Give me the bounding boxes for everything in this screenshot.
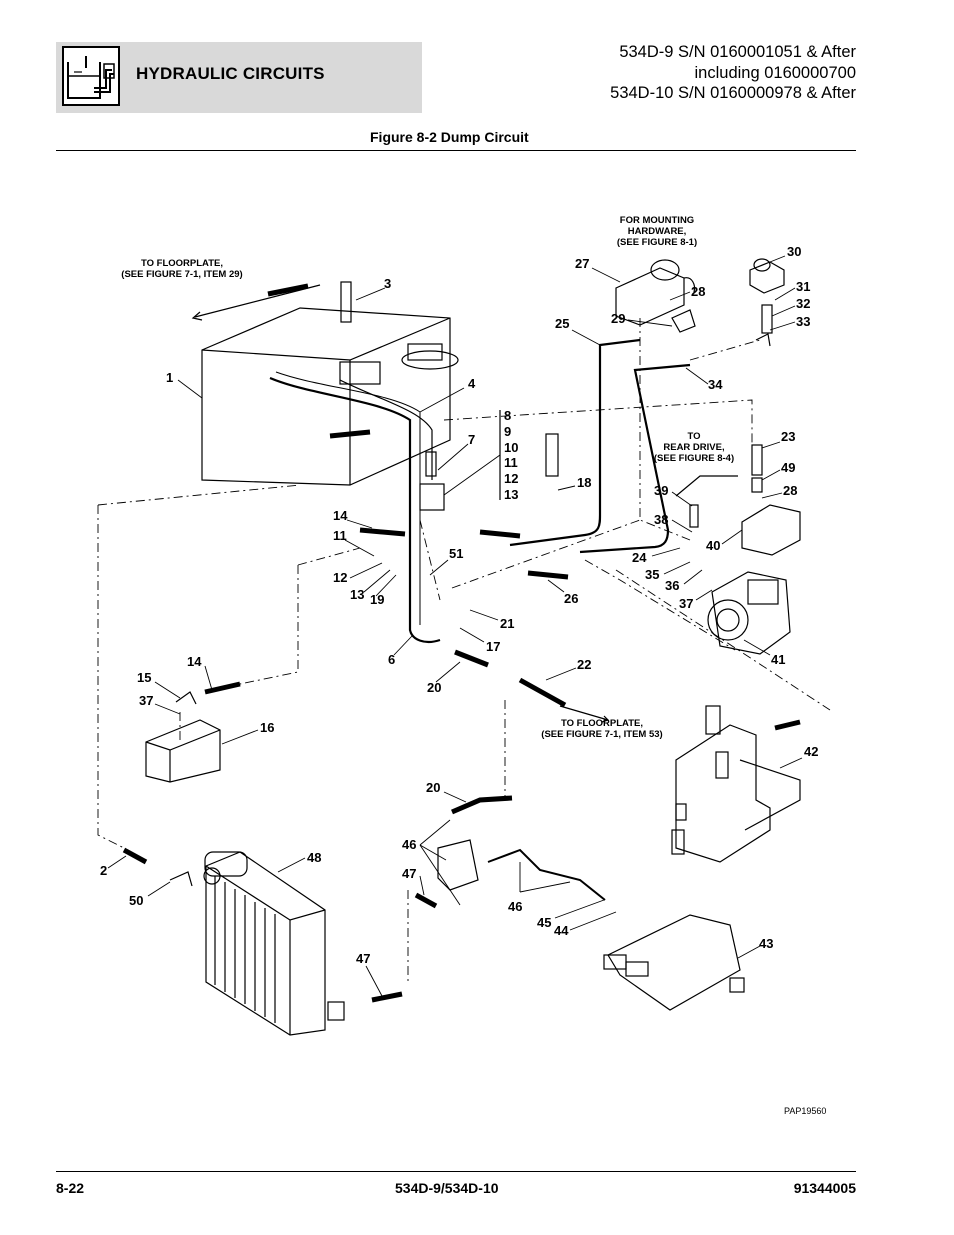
- callout-number: 9: [504, 424, 511, 439]
- note-mounting-hardware: FOR MOUNTING: [620, 215, 694, 226]
- note-mounting-hardware: (SEE FIGURE 8-1): [617, 237, 697, 248]
- callout-number: 46: [508, 899, 522, 914]
- note-rear-drive: REAR DRIVE,: [663, 442, 724, 453]
- figure-title: Figure 8-2 Dump Circuit: [370, 129, 529, 145]
- note-rear-drive: (SEE FIGURE 8-4): [654, 453, 734, 464]
- callout-number: 40: [706, 538, 720, 553]
- serial-line: 534D-9 S/N 0160001051 & After: [619, 43, 856, 61]
- callout-number: 3: [384, 276, 391, 291]
- serial-range: 534D-9 S/N 0160001051 & After including …: [610, 42, 856, 104]
- callout-number: 12: [333, 570, 347, 585]
- dump-circuit-drawing: TO FLOORPLATE, (SEE FIGURE 7-1, ITEM 29)…: [97, 215, 831, 1116]
- callout-number: 28: [783, 483, 797, 498]
- callout-number: 51: [449, 546, 463, 561]
- callout-number: 19: [370, 592, 384, 607]
- callout-number: 21: [500, 616, 514, 631]
- hydraulic-tank-icon: [62, 46, 120, 106]
- callout-number: 14: [187, 654, 202, 669]
- serial-line: including 0160000700: [694, 63, 856, 82]
- callout-number: 34: [708, 377, 723, 392]
- page-number: 8-22: [56, 1180, 85, 1196]
- note-rear-drive: TO: [687, 431, 700, 442]
- callout-number: 8: [504, 408, 511, 423]
- callout-number: 13: [350, 587, 364, 602]
- note-floorplate-top: TO FLOORPLATE,: [141, 258, 223, 269]
- note-floorplate-bottom: (SEE FIGURE 7-1, ITEM 53): [541, 729, 662, 740]
- callout-number: 1: [166, 370, 173, 385]
- callout-number: 49: [781, 460, 795, 475]
- callout-number: 47: [356, 951, 370, 966]
- callout-number: 15: [137, 670, 151, 685]
- drawing-code: PAP19560: [784, 1106, 826, 1116]
- directional-valve-bank: [603, 914, 745, 1011]
- callout-number: 29: [611, 311, 625, 326]
- callout-number: 7: [468, 432, 475, 447]
- callout-number: 20: [426, 780, 440, 795]
- callout-number: 44: [554, 923, 569, 938]
- document-number: 91344005: [793, 1180, 856, 1196]
- callout-number: 14: [333, 508, 348, 523]
- callout-number: 45: [537, 915, 551, 930]
- callout-number: 12: [504, 471, 518, 486]
- note-mounting-hardware: HARDWARE,: [628, 226, 687, 237]
- callout-number: 4: [468, 376, 476, 391]
- callout-number: 48: [307, 850, 321, 865]
- callout-number: 10: [504, 440, 518, 455]
- oil-cooler: [203, 851, 345, 1036]
- model-name: 534D-9/534D-10: [395, 1180, 499, 1196]
- callout-number: 16: [260, 720, 274, 735]
- callout-number: 26: [564, 591, 578, 606]
- callout-number: 30: [787, 244, 801, 259]
- callout-number: 43: [759, 936, 773, 951]
- control-valve: [671, 705, 801, 863]
- callout-number: 2: [100, 863, 107, 878]
- callout-number: 28: [691, 284, 705, 299]
- callout-number: 6: [388, 652, 395, 667]
- callout-number: 11: [333, 528, 347, 543]
- callout-number: 47: [402, 866, 416, 881]
- note-floorplate-bottom: TO FLOORPLATE,: [561, 718, 643, 729]
- serial-line: 534D-10 S/N 0160000978 & After: [610, 84, 856, 102]
- callout-number: 50: [129, 893, 143, 908]
- callout-number: 18: [577, 475, 591, 490]
- callout-number: 20: [427, 680, 441, 695]
- callout-number: 41: [771, 652, 785, 667]
- section-title: HYDRAULIC CIRCUITS: [136, 64, 325, 83]
- callout-number: 24: [632, 550, 647, 565]
- hydraulic-pump: [707, 571, 791, 655]
- callout-number: 46: [402, 837, 416, 852]
- callout-number: 36: [665, 578, 679, 593]
- callout-number: 23: [781, 429, 795, 444]
- callout-number: 17: [486, 639, 500, 654]
- callout-number: 37: [679, 596, 693, 611]
- callout-number: 39: [654, 483, 668, 498]
- callout-number: 42: [804, 744, 818, 759]
- callout-number: 22: [577, 657, 591, 672]
- callout-number: 27: [575, 256, 589, 271]
- callout-number: 37: [139, 693, 153, 708]
- callout-number: 33: [796, 314, 810, 329]
- callout-number: 38: [654, 512, 668, 527]
- header-divider: [56, 150, 856, 151]
- callout-number: 13: [504, 487, 518, 502]
- callout-number: 25: [555, 316, 569, 331]
- note-floorplate-top: (SEE FIGURE 7-1, ITEM 29): [121, 269, 242, 280]
- callout-number: 35: [645, 567, 659, 582]
- callout-number: 11: [504, 455, 518, 470]
- footer-divider: [56, 1171, 856, 1172]
- callout-number: 31: [796, 279, 810, 294]
- callout-number: 32: [796, 296, 810, 311]
- hydraulic-tank: [201, 307, 459, 486]
